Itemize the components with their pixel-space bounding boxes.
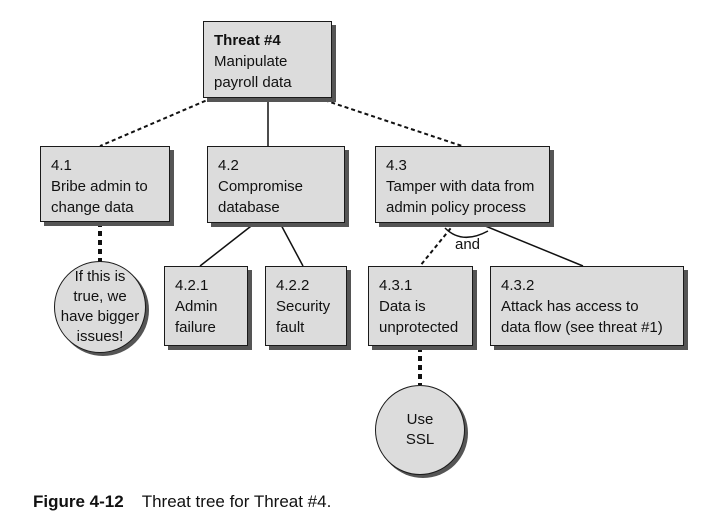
mitigation-4-3-1-line1: Use [406, 411, 434, 428]
node-4-3-line1: Tamper with data from [386, 178, 535, 195]
node-4-2-1-line2: failure [175, 319, 216, 336]
node-4-2-2: 4.2.2 Security fault [265, 266, 347, 346]
node-4-2-1: 4.2.1 Admin failure [164, 266, 248, 346]
edge-root-4-1 [99, 97, 213, 147]
node-4-2-2-line2: fault [276, 319, 305, 336]
node-4-2-line2: database [218, 199, 280, 216]
mitigation-4-3-1-circle: Use SSL [375, 385, 465, 475]
node-4-3-1-id: 4.3.1 [379, 277, 413, 294]
node-4-2: 4.2 Compromise database [207, 146, 345, 223]
figure-number: Figure 4-12 [33, 492, 124, 511]
node-4-2-2-id: 4.2.2 [276, 277, 310, 294]
node-4-3-2: 4.3.2 Attack has access to data flow (se… [490, 266, 684, 346]
node-4-3-2-line1: Attack has access to [501, 298, 639, 315]
mitigation-4-1-circle: If this is true, we have bigger issues! [54, 261, 146, 353]
node-4-1: 4.1 Bribe admin to change data [40, 146, 170, 222]
edge-4-2-4-2-1 [199, 222, 256, 267]
edge-4-3-4-3-2 [477, 222, 584, 267]
mitigation-4-1-line2: true, we [73, 288, 127, 305]
edge-4-2-4-2-2 [279, 222, 304, 267]
mitigation-4-1-line1: If this is [74, 268, 126, 285]
node-4-3: 4.3 Tamper with data from admin policy p… [375, 146, 550, 223]
node-4-3-1-line1: Data is [379, 298, 426, 315]
node-4-2-line1: Compromise [218, 178, 304, 195]
node-4-2-1-line1: Admin [175, 298, 218, 315]
node-threat-4-title: Threat #4 [214, 32, 281, 49]
mitigation-4-1-line3: have bigger [60, 308, 140, 325]
node-4-2-2-line1: Security [276, 298, 331, 315]
figure-caption: Figure 4-12 Threat tree for Threat #4. [33, 492, 331, 512]
node-4-1-line2: change data [51, 199, 134, 216]
node-threat-4-line1: Manipulate [214, 53, 288, 70]
and-label: and [455, 236, 481, 253]
node-threat-4-line2: payroll data [214, 74, 292, 91]
node-4-2-id: 4.2 [218, 157, 239, 174]
node-4-3-1: 4.3.1 Data is unprotected [368, 266, 473, 346]
node-4-1-id: 4.1 [51, 157, 72, 174]
node-4-3-2-id: 4.3.2 [501, 277, 535, 294]
node-threat-4: Threat #4 Manipulate payroll data [203, 21, 332, 98]
node-4-1-line1: Bribe admin to [51, 178, 148, 195]
edge-4-3-4-3-1 [419, 222, 456, 267]
node-4-3-line2: admin policy process [386, 199, 527, 216]
node-4-3-2-line2: data flow (see threat #1) [501, 319, 663, 336]
node-4-3-id: 4.3 [386, 157, 407, 174]
node-4-3-1-line2: unprotected [379, 319, 459, 336]
edge-root-4-3 [317, 97, 463, 147]
and-arc [444, 227, 489, 238]
node-4-2-1-id: 4.2.1 [175, 277, 209, 294]
figure-caption-text: Threat tree for Threat #4. [141, 492, 332, 511]
mitigation-4-3-1-line2: SSL [405, 431, 435, 448]
mitigation-4-1-line4: issues! [76, 328, 124, 345]
